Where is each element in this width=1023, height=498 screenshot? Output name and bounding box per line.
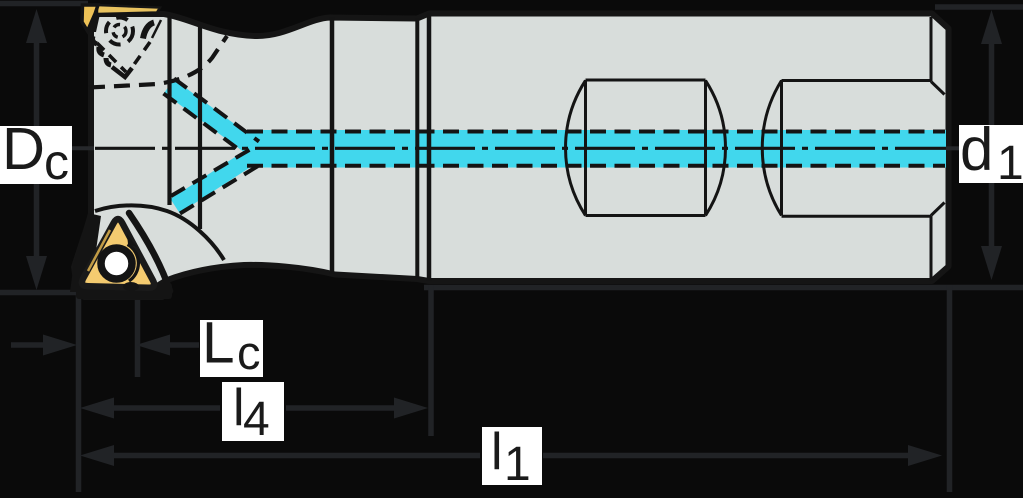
svg-text:d: d — [960, 116, 993, 183]
svg-text:1: 1 — [504, 438, 531, 491]
svg-text:l: l — [491, 423, 503, 481]
svg-text:4: 4 — [243, 393, 270, 446]
svg-text:1: 1 — [997, 137, 1023, 190]
svg-text:D: D — [2, 115, 45, 182]
svg-text:L: L — [202, 311, 235, 376]
svg-text:c: c — [237, 326, 261, 379]
svg-text:c: c — [44, 134, 69, 190]
svg-text:l: l — [233, 379, 245, 437]
